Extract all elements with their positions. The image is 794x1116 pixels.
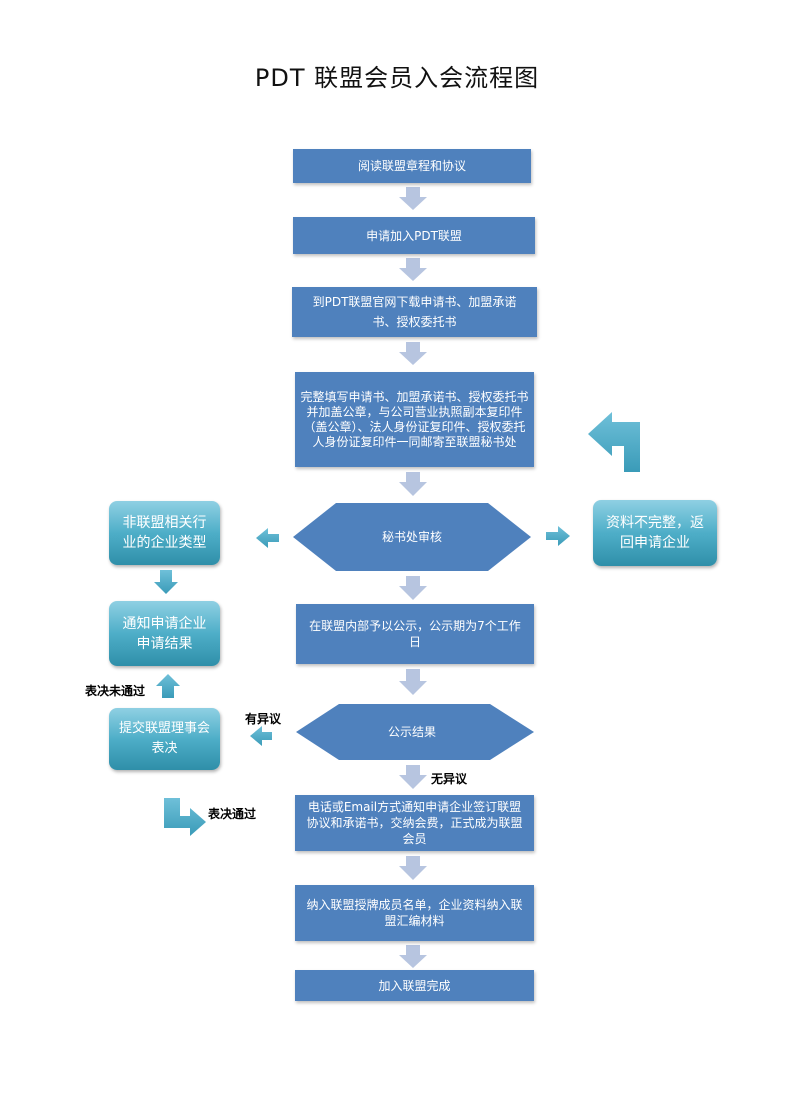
arrow-down-2: [399, 258, 427, 281]
side-non-related: 非联盟相关行业的企业类型: [109, 501, 220, 565]
arrow-down-5: [399, 576, 427, 600]
arrow-down-3: [399, 342, 427, 365]
step-publicize: 在联盟内部予以公示，公示期为7个工作日: [296, 604, 534, 664]
label-vote-pass: 表决通过: [208, 807, 257, 821]
step-fill: 完整填写申请书、加盟承诺书、授权委托书并加盖公章，与公司营业执照副本复印件（盖公…: [295, 372, 534, 467]
step-apply: 申请加入PDT联盟: [293, 217, 535, 254]
vote-pass-bent-arrow: [164, 798, 206, 836]
side-notify-result: 通知申请企业申请结果: [109, 601, 220, 666]
side-submit-council: 提交联盟理事会表决: [109, 708, 220, 770]
step-include: 纳入联盟授牌成员名单，企业资料纳入联盟汇编材料: [295, 885, 534, 941]
step-download: 到PDT联盟官网下载申请书、加盟承诺书、授权委托书: [292, 287, 537, 337]
arrow-down-1: [399, 187, 427, 210]
review-diamond: [293, 503, 531, 571]
page-title: PDT 联盟会员入会流程图: [254, 64, 540, 92]
arrow-down-left: [154, 570, 178, 594]
label-objection: 有异议: [245, 712, 282, 726]
step-result-label: 公示结果: [387, 725, 436, 739]
step-read: 阅读联盟章程和协议: [293, 149, 531, 183]
arrow-right-review: [546, 526, 570, 546]
arrow-down-7: [399, 765, 427, 789]
label-no-objection: 无异议: [431, 772, 468, 786]
arrow-left-review: [256, 528, 279, 548]
step-notify-sign: 电话或Email方式通知申请企业签订联盟协议和承诺书，交纳会费，正式成为联盟会员: [295, 795, 534, 851]
result-diamond: [296, 704, 534, 760]
arrow-down-9: [399, 945, 427, 968]
label-vote-fail: 表决未通过: [85, 684, 146, 698]
return-bent-arrow: [588, 412, 640, 472]
side-incomplete: 资料不完整，返回申请企业: [593, 500, 717, 566]
arrow-down-4: [399, 472, 427, 496]
arrow-down-6: [399, 669, 427, 695]
arrow-up-left: [156, 674, 180, 698]
step-review-label: 秘书处审核: [381, 530, 442, 544]
step-complete: 加入联盟完成: [295, 970, 534, 1001]
arrow-left-result: [250, 726, 272, 746]
arrow-down-8: [399, 856, 427, 880]
